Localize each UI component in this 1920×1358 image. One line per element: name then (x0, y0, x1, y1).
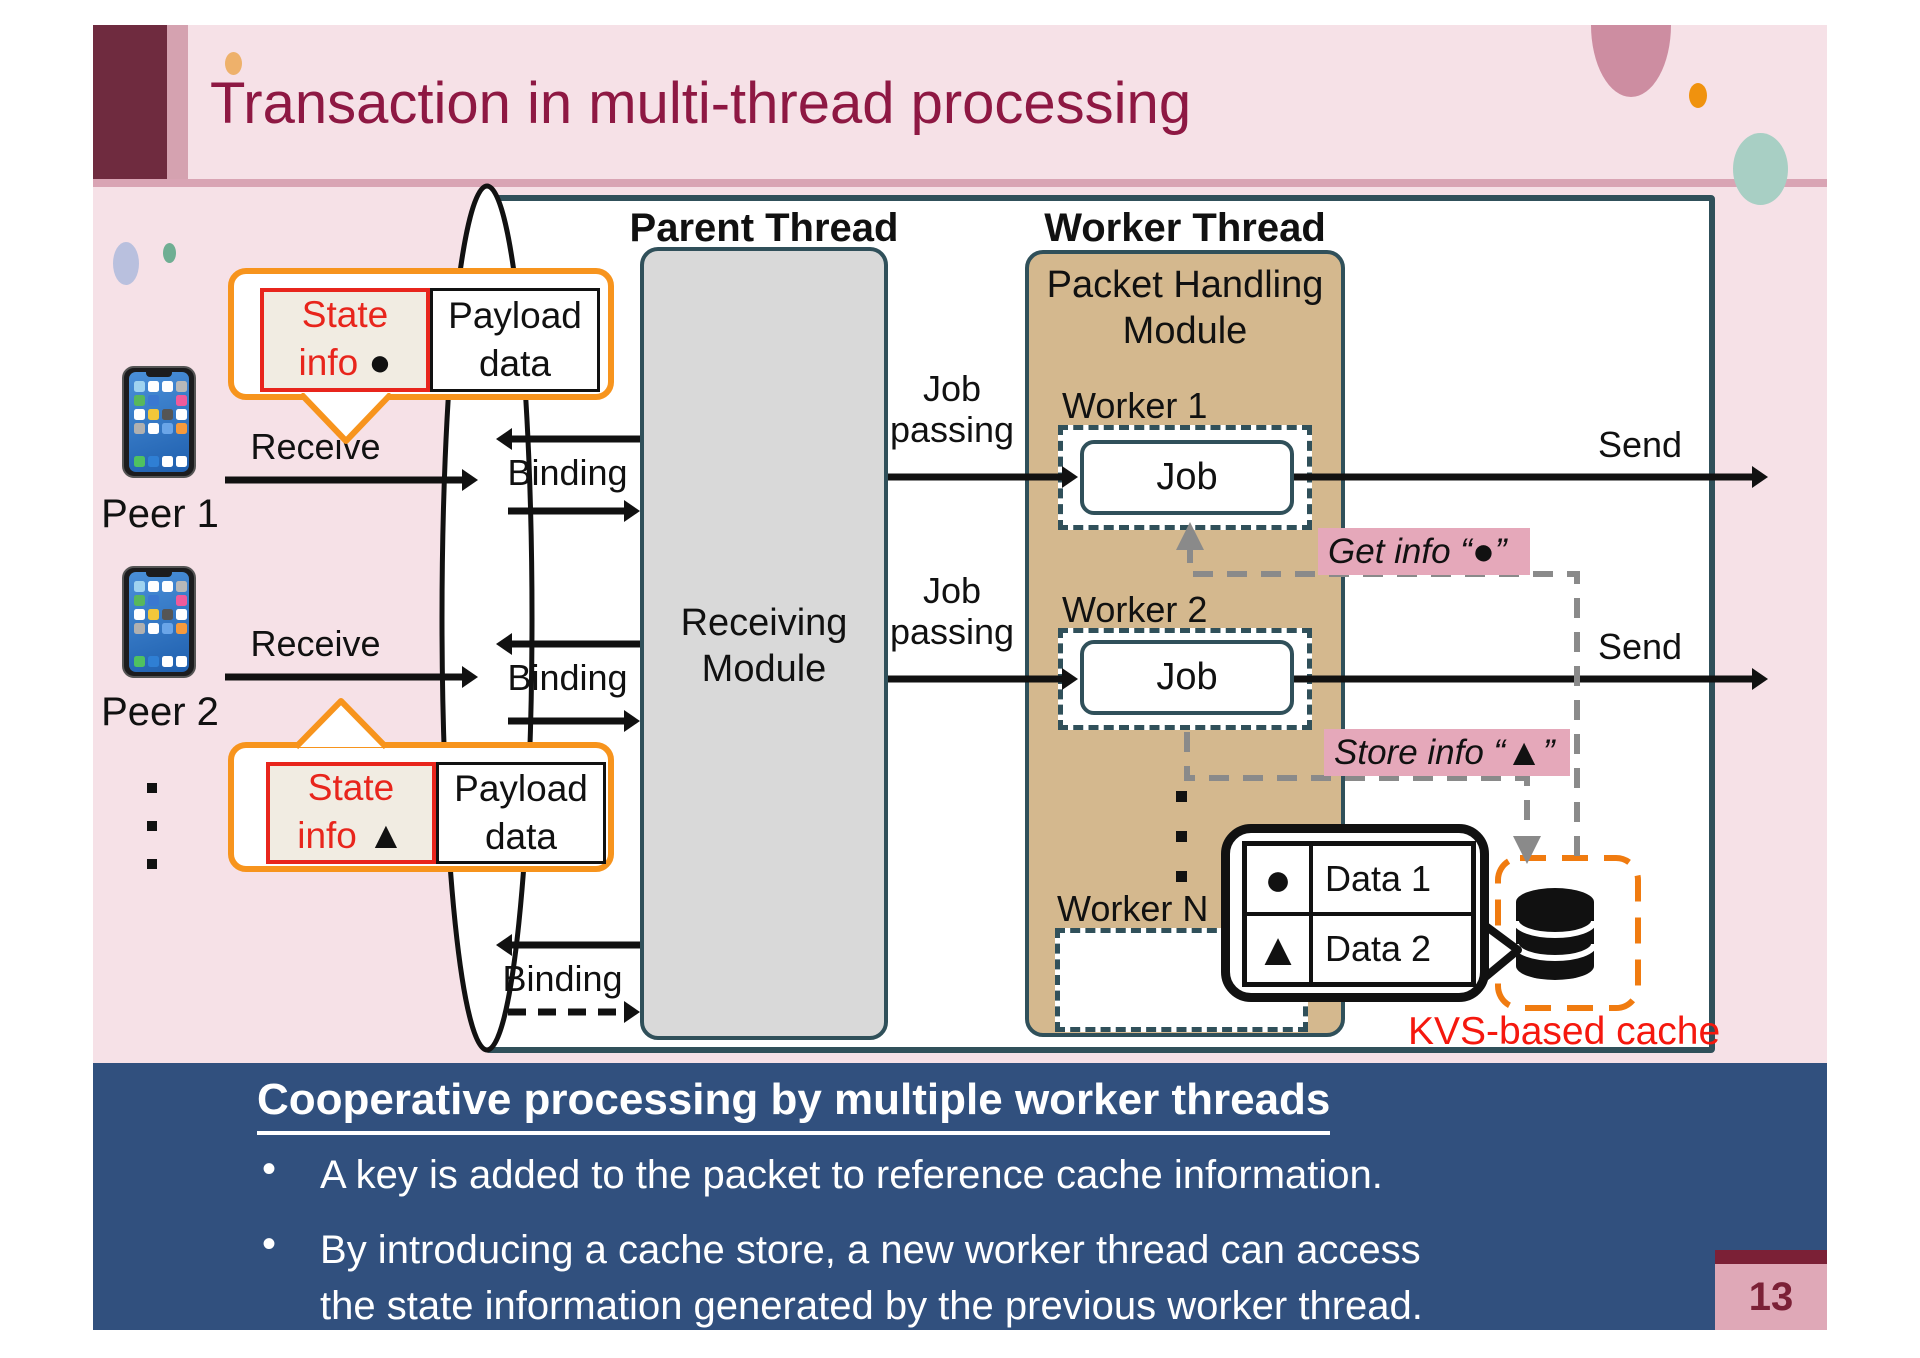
packet-module-line1: Packet Handling (1046, 264, 1324, 306)
cache-row2-label: Data 2 (1311, 914, 1473, 984)
decor-dot-orange (1689, 83, 1707, 108)
peer2-phone-icon (122, 566, 196, 678)
cache-row2-symbol: ▲ (1245, 914, 1311, 984)
get-info-text: Get info “ (1328, 531, 1472, 571)
page-number-badge: 13 (1715, 1264, 1827, 1330)
state-info-box-1: State info ● (260, 288, 430, 392)
peer-ellipsis-dot (147, 821, 157, 831)
worker1-label: Worker 1 (1062, 385, 1208, 426)
peer1-label: Peer 1 (101, 492, 219, 536)
get-info-label: Get info “●” (1318, 528, 1530, 575)
worker1-job-box (1080, 440, 1294, 515)
receiving-module-label: Receiving Module (640, 600, 888, 693)
receiving-module-line1: Receiving (680, 602, 848, 644)
footer-bullet-1: • A key is added to the packet to refere… (262, 1147, 1492, 1203)
decor-dot-orange-title (225, 52, 242, 75)
kvs-cache-label: KVS-based cache (1408, 1010, 1721, 1053)
header-pink-stripe (167, 25, 188, 185)
packet-module-label: Packet Handling Module (1025, 262, 1345, 355)
receive2-label: Receive (250, 623, 381, 664)
state-word: State (307, 767, 395, 809)
receive1-label: Receive (250, 426, 381, 467)
header-underline-bar (93, 179, 1827, 187)
worker1-job-label: Job (1156, 456, 1218, 499)
cache-row1-symbol: ● (1245, 844, 1311, 914)
triangle-symbol-icon: ▲ (367, 815, 405, 858)
worker-ellipsis-dot (1176, 871, 1187, 882)
payload-line2: data (484, 816, 557, 857)
worker-thread-label: Worker Thread (1044, 206, 1326, 250)
footer-heading: Cooperative processing by multiple worke… (257, 1075, 1331, 1135)
store-info-close-quote: ” (1542, 732, 1555, 772)
page-title: Transaction in multi-thread processing (210, 71, 1192, 136)
store-info-text: Store info “ (1334, 732, 1506, 772)
send1-label: Send (1597, 424, 1683, 465)
worker2-label: Worker 2 (1062, 589, 1208, 630)
payload-data-box-1: Payload data (430, 288, 600, 392)
footer-panel (93, 1063, 1827, 1330)
decor-dot-green (163, 243, 176, 263)
packet-callout-1: State info ● Payload data (228, 268, 614, 400)
cache-legend-table: ● Data 1 ▲ Data 2 (1242, 841, 1476, 987)
decor-dot-lavender (113, 242, 139, 285)
binding3-label: Binding (502, 958, 623, 999)
footer-bullet-2-text: By introducing a cache store, a new work… (320, 1228, 1423, 1328)
receiving-module-line2: Module (701, 648, 827, 691)
payload-line1: Payload (454, 767, 588, 809)
page-number: 13 (1748, 1274, 1794, 1319)
packet-callout-2: State info ▲ Payload data (228, 742, 614, 872)
header-maroon-block (93, 25, 167, 185)
info-word: info (297, 815, 357, 857)
info-word: info (298, 342, 359, 384)
worker-ellipsis-dot (1176, 791, 1187, 802)
page-number-bar (1715, 1250, 1827, 1264)
job-passing1-line1: Job (922, 368, 982, 409)
send2-label: Send (1597, 626, 1683, 667)
packet-module-line2: Module (1122, 310, 1248, 353)
peer2-label: Peer 2 (101, 690, 219, 734)
peer1-phone-icon (122, 366, 196, 478)
state-info-box-2: State info ▲ (266, 762, 436, 864)
triangle-symbol-icon: ▲ (1505, 731, 1543, 774)
payload-line1: Payload (448, 294, 582, 336)
job-passing1-label: Job passing (882, 368, 1022, 451)
state-word: State (301, 294, 389, 336)
receiving-module-box (640, 247, 888, 1040)
job-passing1-line2: passing (889, 409, 1015, 451)
job-passing2-line2: passing (889, 611, 1015, 653)
binding1-label: Binding (507, 452, 628, 493)
cache-row1-label: Data 1 (1311, 844, 1473, 914)
footer-bullet-1-text: A key is added to the packet to referenc… (320, 1153, 1383, 1197)
decor-circle-teal (1733, 133, 1788, 205)
bullet-icon: • (262, 1147, 277, 1191)
parent-thread-label: Parent Thread (629, 206, 899, 250)
job-passing2-label: Job passing (882, 570, 1022, 653)
get-info-close-quote: ” (1494, 531, 1507, 571)
footer-bullet-2: • By introducing a cache store, a new wo… (262, 1222, 1472, 1334)
store-info-label: Store info “▲” (1324, 729, 1570, 776)
peer-ellipsis-dot (147, 859, 157, 869)
binding2-label: Binding (507, 657, 628, 698)
payload-data-box-2: Payload data (436, 762, 606, 864)
circle-symbol-icon: ● (368, 342, 392, 385)
worker2-job-label: Job (1156, 656, 1218, 699)
payload-line2: data (478, 343, 551, 384)
job-passing2-line1: Job (922, 570, 982, 611)
worker-ellipsis-dot (1176, 831, 1187, 842)
workerN-label: Worker N (1057, 888, 1209, 929)
peer-ellipsis-dot (147, 783, 157, 793)
bullet-icon: • (262, 1222, 277, 1266)
circle-symbol-icon: ● (1471, 530, 1495, 573)
